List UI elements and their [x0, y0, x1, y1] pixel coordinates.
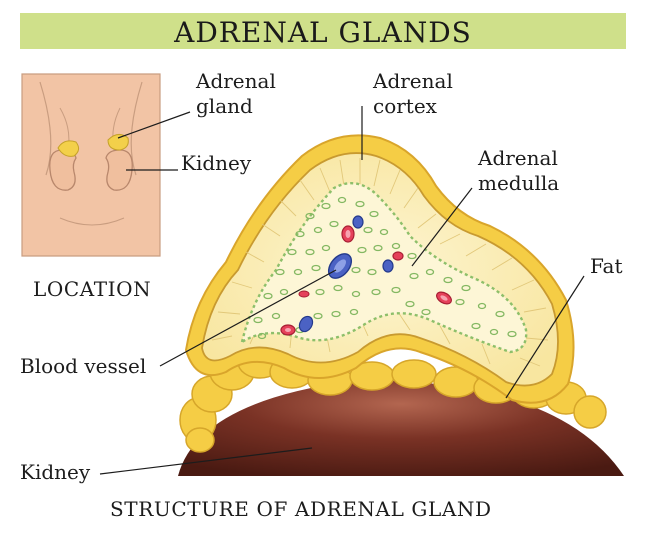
label-adrenal-medulla: Adrenal medulla [478, 146, 560, 195]
structure-caption: STRUCTURE OF ADRENAL GLAND [110, 497, 492, 521]
location-caption: LOCATION [33, 277, 152, 301]
title-banner: ADRENAL GLANDS [20, 13, 626, 49]
location-kidney-left [49, 140, 80, 191]
medulla-cells [253, 196, 517, 340]
blood-vessels [280, 215, 452, 336]
kidney-mound [178, 380, 624, 476]
label-adrenal-cortex: Adrenal cortex [373, 69, 453, 118]
diagram-title: ADRENAL GLANDS [174, 16, 472, 49]
torso-illustration [21, 73, 161, 257]
label-adrenal-gland: Adrenal gland [196, 69, 276, 118]
label-structure-kidney: Kidney [20, 460, 91, 484]
location-kidney-right [105, 134, 133, 191]
leader-lines [99, 106, 585, 475]
label-fat: Fat [590, 254, 623, 278]
label-blood-vessel: Blood vessel [20, 354, 147, 378]
label-location-kidney: Kidney [181, 151, 252, 175]
